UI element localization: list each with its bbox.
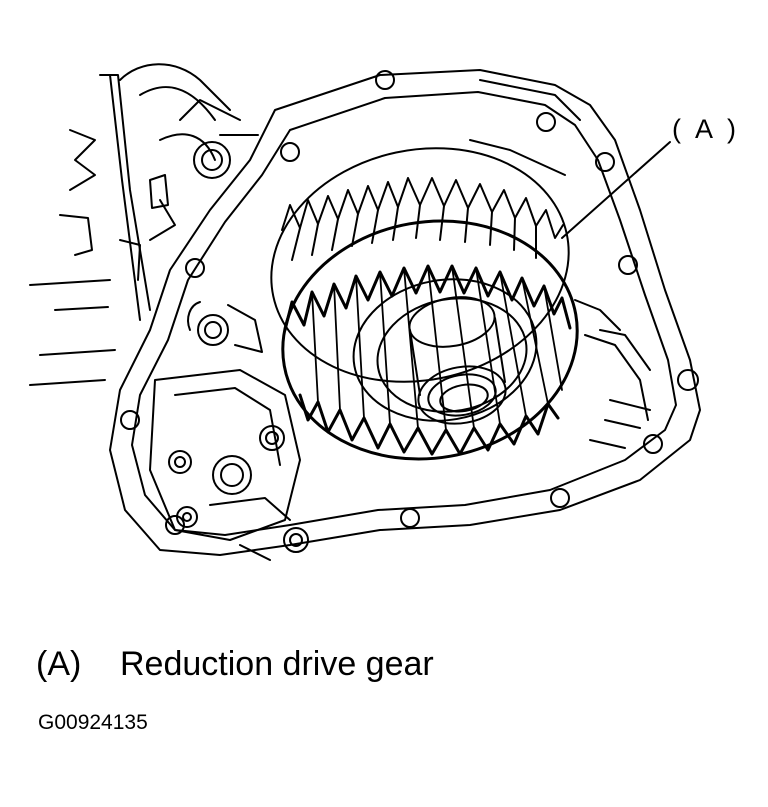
gear-spline-teeth: [311, 265, 563, 431]
left-housing-structure: [29, 63, 259, 386]
figure-code: G00924135: [38, 711, 148, 734]
callout-leader-line: [561, 141, 671, 239]
reduction-drive-gear: [281, 219, 579, 461]
legend-text: Reduction drive gear: [120, 645, 434, 683]
transmission-illustration: [29, 63, 701, 561]
callout-label-a: ( A ): [672, 114, 741, 144]
lower-left-components: [149, 301, 309, 561]
right-case-ribs: [469, 79, 651, 449]
legend-key: (A): [36, 645, 82, 683]
case-flange: [109, 69, 701, 556]
legend-row: (A) Reduction drive gear: [36, 645, 434, 684]
gear-hub-shaft: [352, 278, 538, 425]
